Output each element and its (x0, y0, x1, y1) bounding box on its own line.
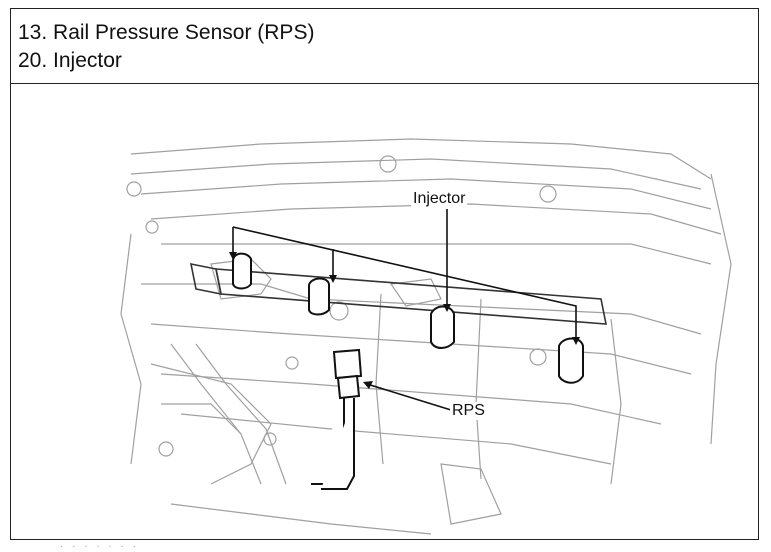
rail-pressure-sensor (311, 348, 363, 490)
page-footer-text: · · · · · · · (60, 541, 139, 552)
callout-leaders (232, 209, 577, 411)
legend-item-injector: 20. Injector (18, 49, 122, 72)
figure-frame: 13. Rail Pressure Sensor (RPS) 20. Injec… (10, 8, 759, 540)
injector-bodies (232, 252, 584, 384)
rps-callout-label: RPS (450, 402, 487, 420)
engine-diagram: Injector RPS (11, 84, 758, 539)
component-legend: 13. Rail Pressure Sensor (RPS) 20. Injec… (11, 9, 758, 84)
injector-callout-label: Injector (411, 190, 468, 208)
engine-line-drawing (120, 138, 732, 535)
fuel-rail (189, 262, 607, 325)
callout-arrowheads (229, 252, 580, 389)
legend-item-rail-pressure-sensor: 13. Rail Pressure Sensor (RPS) (18, 21, 315, 44)
